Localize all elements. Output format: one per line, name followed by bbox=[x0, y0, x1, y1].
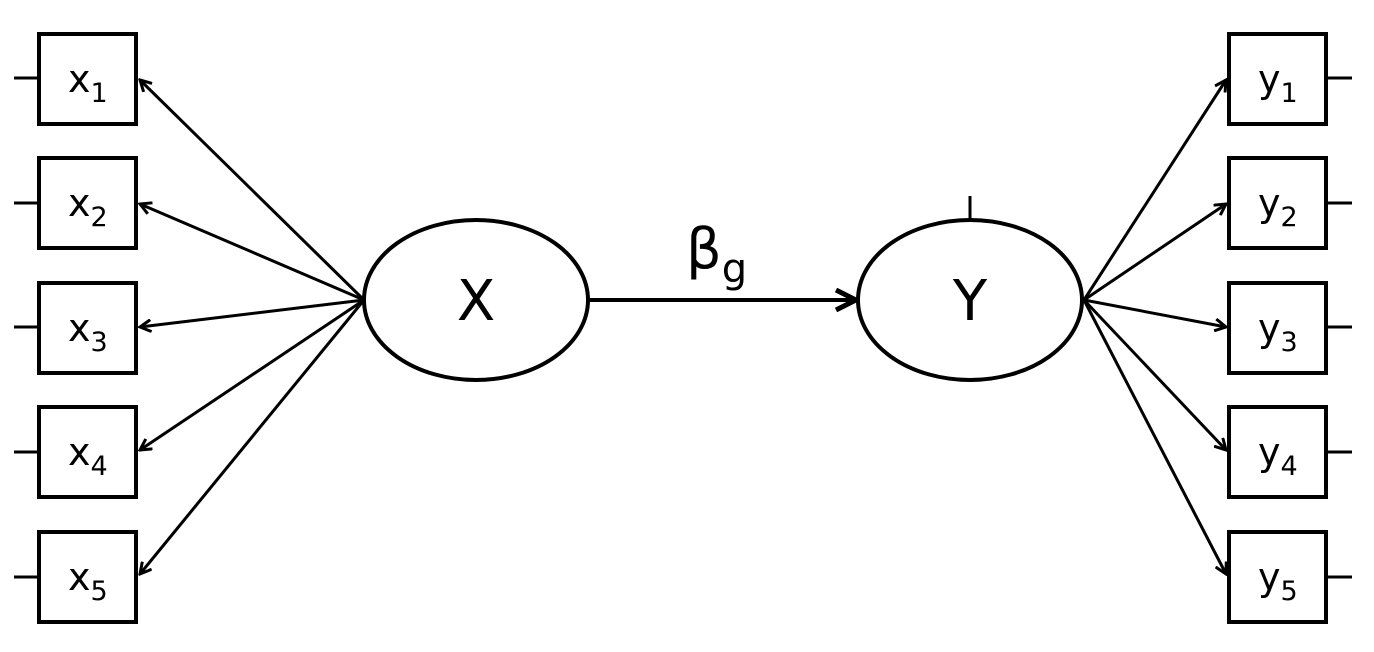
svg-text:y3: y3 bbox=[1258, 306, 1298, 358]
indicator-x2-index: 2 bbox=[91, 202, 108, 233]
indicator-x1-index: 1 bbox=[91, 78, 108, 109]
loading-y-y4 bbox=[1082, 298, 1226, 450]
latent-x-label: X bbox=[457, 269, 495, 334]
indicator-x4-index: 4 bbox=[91, 451, 108, 482]
beta-symbol: β bbox=[686, 217, 722, 282]
svg-text:x2: x2 bbox=[68, 181, 108, 233]
indicator-x5-index: 5 bbox=[91, 576, 108, 607]
indicator-x1: x1 bbox=[37, 32, 138, 126]
latent-y-label: Y bbox=[952, 269, 988, 334]
svg-text:y1: y1 bbox=[1258, 57, 1298, 109]
loading-y-y1 bbox=[1082, 80, 1226, 301]
indicator-x2-name: x bbox=[68, 181, 91, 225]
svg-text:x1: x1 bbox=[68, 57, 108, 109]
indicator-y1-index: 1 bbox=[1281, 78, 1298, 109]
indicator-x1-name: x bbox=[68, 57, 91, 101]
latent-x bbox=[362, 218, 590, 382]
indicator-x4-name: x bbox=[68, 430, 91, 474]
loading-x-x1 bbox=[140, 80, 366, 302]
loading-y-y5 bbox=[1082, 299, 1226, 574]
loading-x-x2 bbox=[140, 204, 365, 302]
indicator-x3-name: x bbox=[68, 306, 91, 350]
svg-text:x4: x4 bbox=[68, 430, 108, 482]
indicator-y5-name: y bbox=[1258, 555, 1281, 599]
indicator-y3: y3 bbox=[1227, 281, 1328, 375]
indicator-y5-index: 5 bbox=[1281, 576, 1298, 607]
indicator-y4-name: y bbox=[1258, 430, 1281, 474]
loading-x-x5 bbox=[140, 299, 366, 574]
loading-y-y2 bbox=[1083, 204, 1226, 302]
indicator-y1: y1 bbox=[1227, 32, 1328, 126]
indicator-x5-name: x bbox=[68, 555, 91, 599]
indicator-y5: y5 bbox=[1227, 530, 1328, 624]
indicator-y3-name: y bbox=[1258, 306, 1281, 350]
loading-x-x4 bbox=[140, 298, 365, 450]
latent-y bbox=[856, 218, 1084, 382]
beta-subscript: g bbox=[722, 246, 747, 292]
indicator-y2-index: 2 bbox=[1281, 202, 1298, 233]
svg-text:y5: y5 bbox=[1258, 555, 1298, 607]
indicator-x4: x4 bbox=[37, 405, 138, 499]
indicator-x3-index: 3 bbox=[91, 327, 108, 358]
loading-y-y3 bbox=[1083, 298, 1226, 327]
indicator-x5: x5 bbox=[37, 530, 138, 624]
indicator-x2: x2 bbox=[37, 156, 138, 250]
indicator-x3: x3 bbox=[37, 281, 138, 375]
path-coefficient-label: βg bbox=[686, 217, 747, 292]
loading-x-x3 bbox=[140, 298, 365, 327]
svg-text:x5: x5 bbox=[68, 555, 108, 607]
indicator-y4-index: 4 bbox=[1281, 451, 1298, 482]
svg-text:y4: y4 bbox=[1258, 430, 1298, 482]
indicator-y2-name: y bbox=[1258, 181, 1281, 225]
svg-text:x3: x3 bbox=[68, 306, 108, 358]
indicator-y2: y2 bbox=[1227, 156, 1328, 250]
indicator-y1-name: y bbox=[1258, 57, 1281, 101]
indicator-y4: y4 bbox=[1227, 405, 1328, 499]
indicator-y3-index: 3 bbox=[1281, 327, 1298, 358]
svg-text:y2: y2 bbox=[1258, 181, 1298, 233]
